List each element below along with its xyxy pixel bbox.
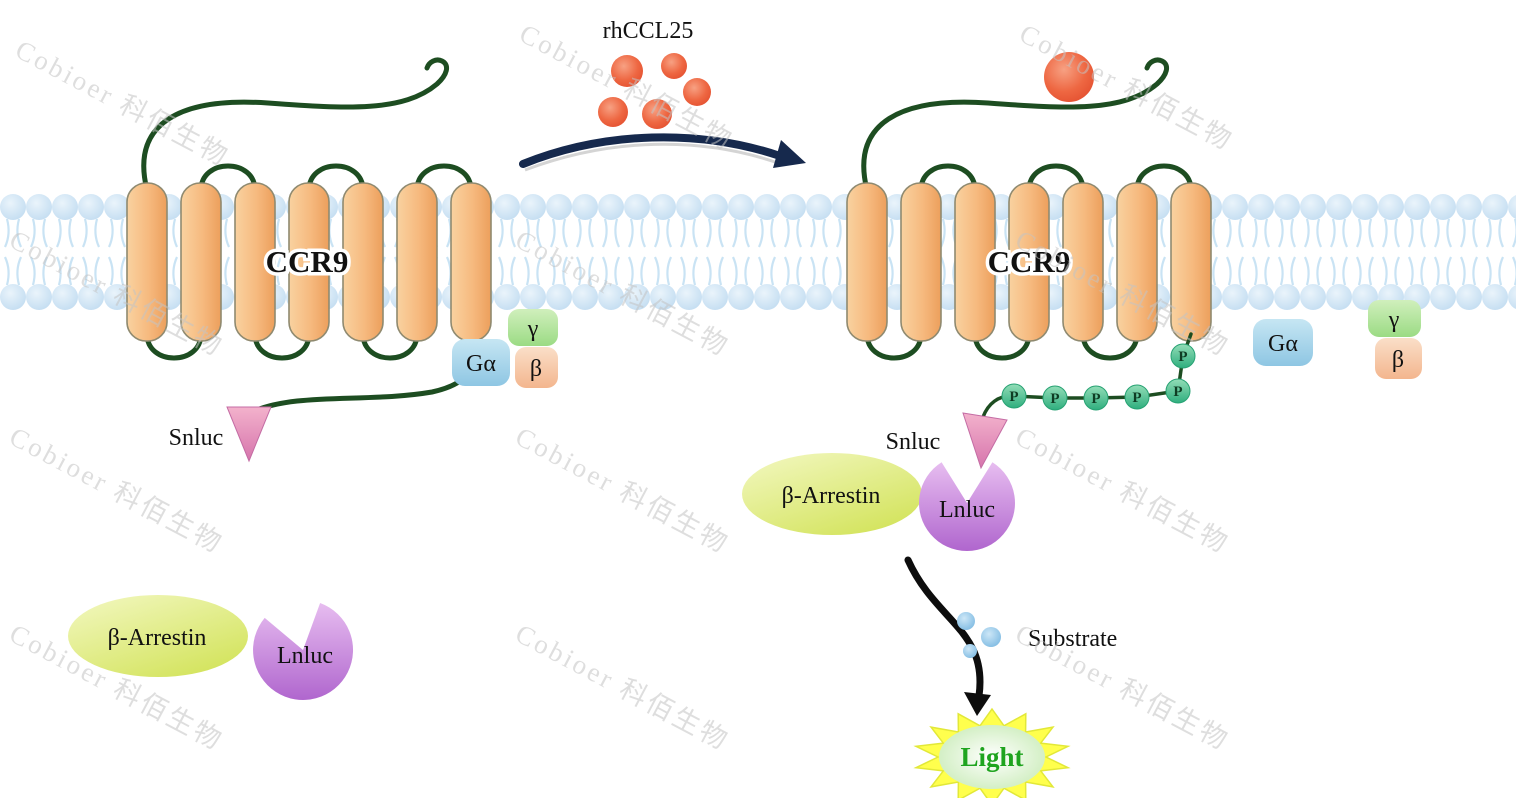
reaction-arrow-head <box>964 692 991 716</box>
ligand-molecule <box>642 99 672 129</box>
phospho-circle <box>1083 385 1109 411</box>
intracellular-loop <box>1080 331 1140 361</box>
activation-arrow-head <box>773 140 806 168</box>
substrate-group: Substrate <box>957 612 1117 658</box>
substrate-label: Substrate <box>1028 626 1117 652</box>
extracellular-loop <box>1134 163 1194 193</box>
lnluc-label-right: Lnluc <box>939 497 995 523</box>
arrestin-label-left: β-Arrestin <box>108 625 207 651</box>
g-alpha-label: Gα <box>1268 331 1298 357</box>
tm-helix <box>1116 182 1158 342</box>
receptor-label-left: CCR9 <box>266 244 349 279</box>
beta-label: β <box>1392 347 1404 373</box>
snluc-tag <box>226 406 272 463</box>
g-protein-right: Gα γ β <box>1253 300 1422 379</box>
lnluc-body <box>919 462 1016 552</box>
beta-arrestin-body <box>742 453 922 535</box>
receptor-label-right: CCR9 <box>988 244 1071 279</box>
phospho-circle <box>1042 385 1068 411</box>
intracellular-loop <box>144 331 204 361</box>
phospho-label: P <box>1132 390 1141 406</box>
beta-label: β <box>530 356 542 382</box>
extracellular-loop <box>918 163 978 193</box>
phospho-circle <box>1124 384 1150 410</box>
phospho-site: P <box>1083 385 1109 411</box>
g-alpha-subunit <box>1253 319 1313 366</box>
reaction-arrow <box>904 556 984 700</box>
tm-helix <box>846 182 888 342</box>
arrestin-complex-right: Snluc β-Arrestin Lnluc <box>742 412 1016 552</box>
beta-arrestin-body <box>68 595 248 677</box>
snluc-label-left: Snluc <box>169 425 224 451</box>
snluc-label-right: Snluc <box>886 429 941 455</box>
g-alpha-subunit <box>452 339 510 386</box>
intracellular-loop <box>972 331 1032 361</box>
phospho-label: P <box>1173 384 1182 400</box>
tm-helix <box>396 182 438 342</box>
substrate-molecule <box>981 627 1001 647</box>
phospho-tail: P P P P P P <box>981 332 1196 419</box>
extracellular-loop <box>306 163 366 193</box>
ligand-molecule <box>683 78 711 106</box>
lnluc-label-left: Lnluc <box>277 643 333 669</box>
receptor-left: CCR9 <box>126 57 492 415</box>
light-burst: Light <box>913 707 1071 798</box>
ligand-molecule <box>611 55 643 87</box>
phospho-label: P <box>1050 391 1059 407</box>
activation-arrow-shadow <box>524 142 779 172</box>
extracellular-loop <box>414 163 474 193</box>
tm-helix <box>126 182 168 342</box>
n-terminus-loop <box>141 57 450 193</box>
cell-membrane <box>0 192 1516 312</box>
starburst-center <box>939 725 1045 789</box>
intracellular-loop <box>864 331 924 361</box>
light-label: Light <box>960 742 1023 772</box>
extracellular-loop <box>198 163 258 193</box>
gamma-subunit <box>508 309 558 346</box>
substrate-molecule <box>963 644 977 658</box>
g-protein-left: Gα γ β <box>452 309 558 388</box>
gamma-label: γ <box>1388 307 1400 333</box>
ligand-molecule <box>598 97 628 127</box>
phospho-label: P <box>1178 349 1187 365</box>
phospho-circle <box>1001 383 1027 409</box>
arrestin-label-right: β-Arrestin <box>782 483 881 509</box>
phospho-circle <box>1170 343 1196 369</box>
extracellular-loop <box>1026 163 1086 193</box>
phospho-site: P <box>1170 343 1196 369</box>
tm-helix <box>900 182 942 342</box>
tm-helix <box>1170 182 1212 342</box>
tm-helix <box>342 182 384 342</box>
substrate-molecule <box>957 612 975 630</box>
phospho-site: P <box>1001 383 1027 409</box>
lnluc-body <box>253 603 354 700</box>
ligand-molecule <box>661 53 687 79</box>
beta-subunit <box>515 347 558 388</box>
phospho-label: P <box>1009 389 1018 405</box>
gamma-label: γ <box>527 316 539 342</box>
phospho-circle <box>1165 378 1191 404</box>
ligand-cluster: rhCCL25 <box>598 18 711 129</box>
gamma-subunit <box>1368 300 1421 337</box>
activation-arrow <box>519 133 784 168</box>
phospho-site: P <box>1165 378 1191 404</box>
tm-helix <box>450 182 492 342</box>
beta-subunit <box>1375 338 1422 379</box>
intracellular-loop <box>360 331 420 361</box>
arrestin-complex-left: β-Arrestin Lnluc <box>68 595 354 700</box>
intracellular-loop <box>252 331 312 361</box>
phospho-site: P <box>1124 384 1150 410</box>
n-terminus-loop <box>861 57 1170 193</box>
phospho-site: P <box>1042 385 1068 411</box>
ligand-label: rhCCL25 <box>603 18 694 44</box>
tm-helix <box>180 182 222 342</box>
bound-ligand <box>1044 52 1094 102</box>
phospho-label: P <box>1091 391 1100 407</box>
receptor-right: CCR9 <box>846 52 1212 361</box>
snluc-tag <box>962 412 1008 470</box>
g-alpha-label: Gα <box>466 351 496 377</box>
